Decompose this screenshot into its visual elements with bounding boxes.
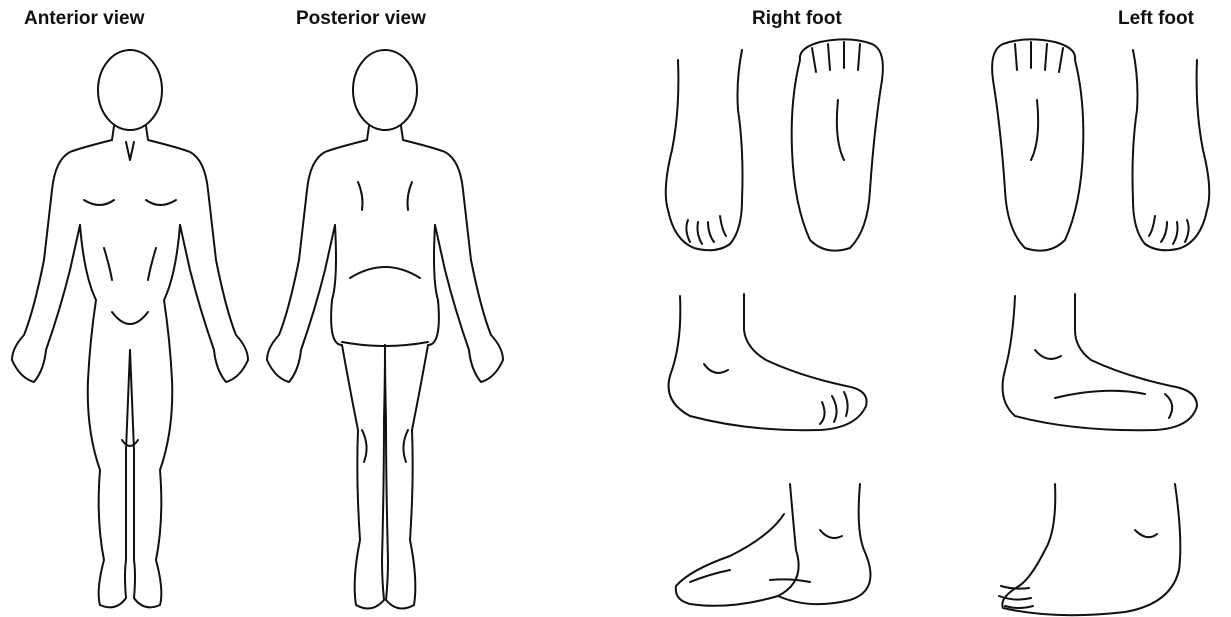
anterior-body-outline — [12, 50, 248, 607]
right-foot-medial-view — [669, 294, 867, 430]
left-foot-figure — [975, 30, 1225, 617]
anterior-body-figure — [0, 0, 260, 617]
posterior-body-figure — [260, 0, 520, 617]
left-foot-front-view — [1133, 50, 1210, 250]
left-foot-label: Left foot — [1118, 8, 1194, 30]
right-foot-label: Right foot — [752, 8, 842, 30]
right-foot-sole-view — [792, 39, 883, 250]
left-foot-medial-view — [1003, 294, 1197, 430]
right-foot-lateral-view — [676, 484, 871, 606]
posterior-body-outline — [267, 50, 503, 609]
right-foot-front-view — [666, 50, 743, 250]
right-foot-figure — [650, 30, 900, 617]
left-foot-lateral-view — [999, 484, 1180, 615]
left-foot-sole-view — [992, 39, 1083, 250]
